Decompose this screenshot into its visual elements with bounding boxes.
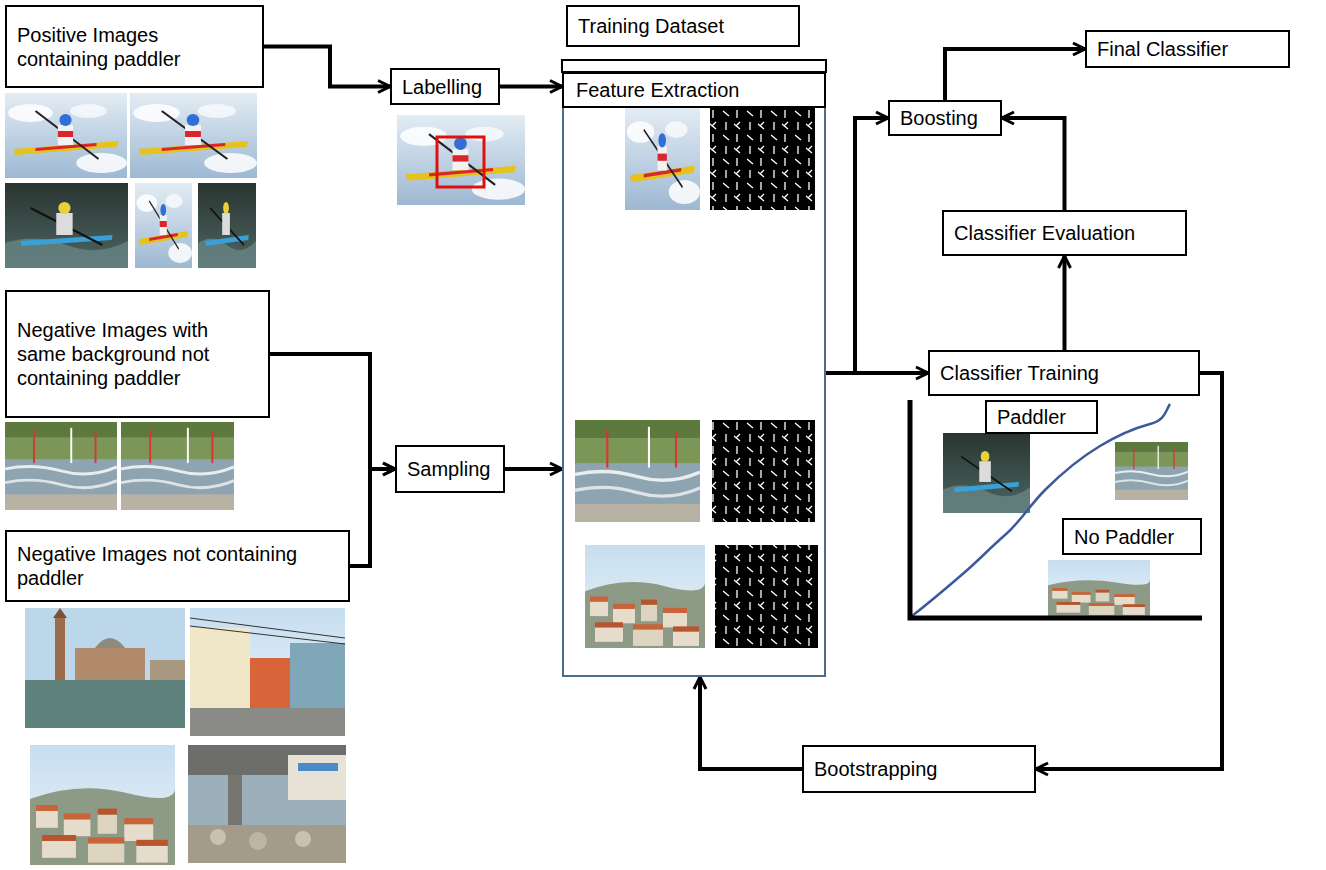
flow-arrow (500, 85, 562, 89)
flow-arrow (1002, 118, 1065, 210)
feature-samples (575, 108, 818, 648)
flow-arrow (505, 467, 562, 471)
flow-arrow (350, 469, 395, 566)
feature-panel: Feature Extraction (562, 72, 826, 677)
node-text: Bootstrapping (814, 757, 937, 781)
process-box: Sampling (395, 445, 505, 493)
process-box: Labelling (390, 68, 500, 105)
process-box: Bootstrapping (802, 745, 1036, 793)
flow-arrow (700, 677, 802, 769)
process-box: Classifier Training (928, 350, 1200, 396)
dataset-bar (562, 60, 826, 72)
classifier-chart (910, 400, 1202, 618)
process-box: Boosting (888, 100, 1002, 136)
dataset-box: Training Dataset (566, 5, 800, 47)
node-text: Classifier Training (940, 361, 1099, 385)
node-text: Boosting (900, 106, 978, 130)
process-box: Classifier Evaluation (942, 210, 1187, 256)
flow-arrow (826, 118, 888, 373)
node-text: No Paddler (1074, 525, 1174, 549)
class-label: Paddler (985, 400, 1098, 434)
node-text: Classifier Evaluation (954, 221, 1135, 245)
flow-arrow (264, 47, 390, 87)
node-text: Sampling (407, 457, 490, 481)
node-text: Positive Images containing paddler (17, 23, 252, 71)
node-text: Training Dataset (578, 14, 724, 38)
node-text: Negative Images not containing paddler (17, 542, 338, 590)
labelling-photo (397, 115, 525, 205)
flow-arrow (270, 354, 395, 469)
source-box: Negative Images with same background not… (5, 290, 270, 418)
negative-same-background-photos (5, 422, 234, 510)
class-label: No Paddler (1062, 518, 1202, 555)
process-box: Final Classifier (1085, 30, 1290, 68)
negative-photos (25, 608, 346, 865)
positive-photos (5, 93, 257, 268)
node-text: Labelling (402, 75, 482, 99)
node-text: Paddler (997, 405, 1066, 429)
flow-arrow (945, 49, 1085, 100)
node-text: Feature Extraction (562, 72, 826, 108)
source-box: Positive Images containing paddler (5, 5, 264, 88)
node-text: Negative Images with same background not… (17, 318, 258, 390)
source-box: Negative Images not containing paddler (5, 530, 350, 602)
flow-arrow (1063, 256, 1067, 350)
node-text: Final Classifier (1097, 37, 1228, 61)
